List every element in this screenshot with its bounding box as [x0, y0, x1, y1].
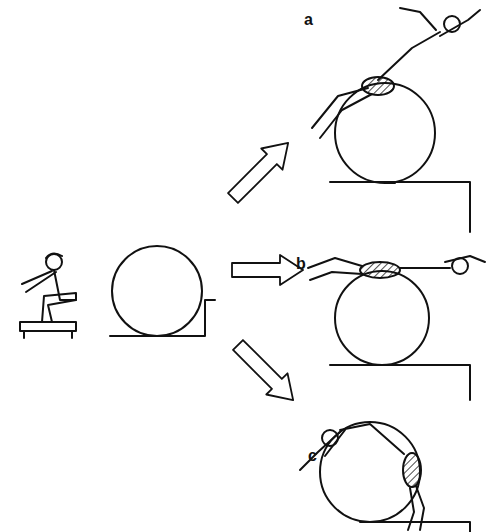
person-hair — [46, 253, 62, 258]
person-torso — [340, 424, 404, 454]
jump-box — [20, 322, 76, 331]
person-arms — [300, 430, 345, 470]
person-legs — [308, 258, 362, 280]
outcome-b — [308, 256, 485, 400]
direction-arrows — [222, 132, 303, 411]
outcome-a — [312, 8, 480, 232]
step — [110, 300, 215, 336]
panel-letter: b — [296, 256, 306, 272]
start-scene — [20, 246, 215, 338]
person-arms — [400, 8, 480, 36]
person-legs — [42, 293, 76, 322]
step — [360, 522, 470, 532]
exercise-ball — [335, 271, 429, 365]
person-arms — [445, 256, 485, 262]
ball-contact — [385, 182, 395, 184]
person-legs — [312, 88, 372, 138]
person-head — [46, 254, 62, 270]
person-legs — [408, 486, 424, 530]
exercise-ball — [335, 83, 435, 183]
box-leg — [71, 331, 73, 338]
hip-contact — [403, 453, 421, 487]
hollow-arrow — [222, 132, 298, 208]
hollow-arrow — [232, 255, 303, 285]
person-arms — [22, 271, 56, 292]
hip-contact — [360, 262, 400, 278]
panel-letter: c — [308, 448, 317, 464]
person-torso — [378, 32, 440, 80]
person-torso — [400, 267, 450, 269]
exercise-ball — [112, 246, 202, 336]
outcome-c — [300, 422, 470, 532]
panel-letter: a — [304, 12, 313, 28]
step — [330, 182, 470, 232]
box-leg — [23, 331, 25, 338]
step — [330, 365, 470, 400]
hollow-arrow — [227, 334, 303, 410]
